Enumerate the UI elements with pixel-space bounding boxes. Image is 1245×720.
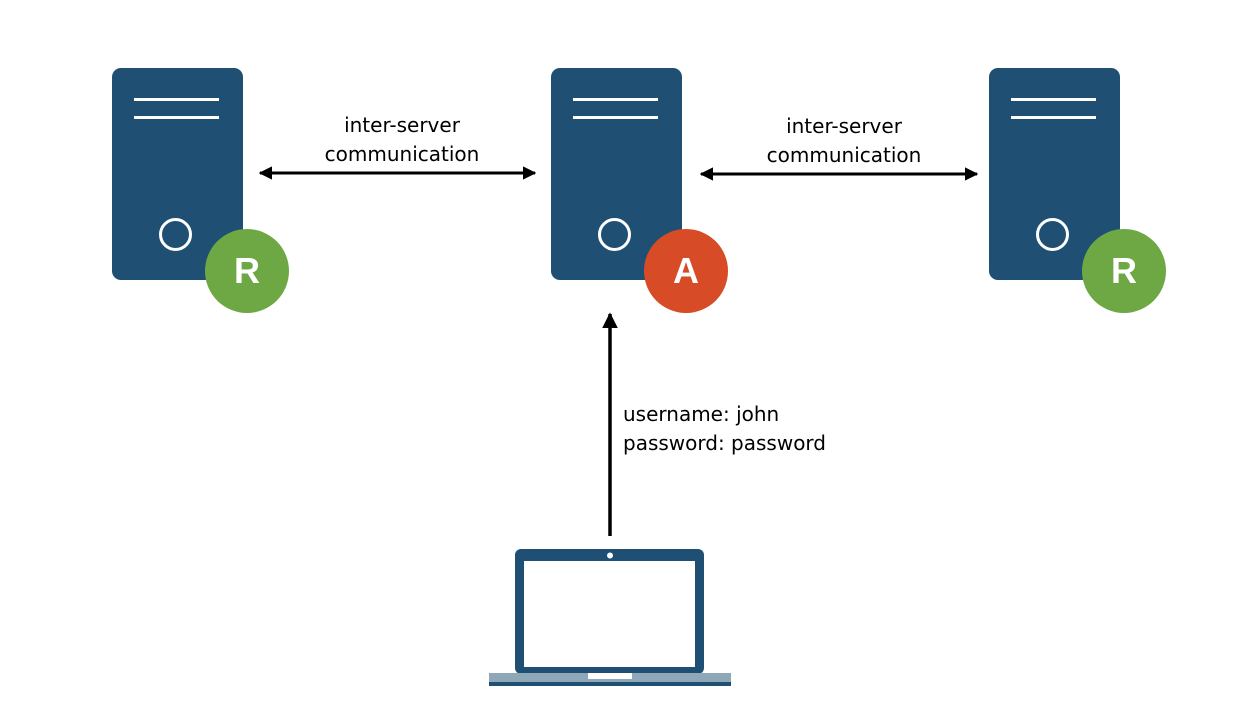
link-label-line2: communication bbox=[324, 142, 480, 166]
link-label-line2: communication bbox=[766, 143, 922, 167]
power-button-icon bbox=[159, 218, 192, 251]
link-label-right: inter-server communication bbox=[734, 112, 954, 170]
power-button-icon bbox=[598, 218, 631, 251]
link-label-line1: inter-server bbox=[344, 113, 460, 137]
server-slot-line bbox=[134, 98, 219, 101]
laptop-icon bbox=[489, 549, 731, 686]
replica-badge-right: R bbox=[1082, 229, 1166, 313]
credentials-label: username: john password: password bbox=[623, 400, 883, 458]
server-slot-line bbox=[134, 116, 219, 119]
link-label-line1: inter-server bbox=[786, 114, 902, 138]
server-slot-line bbox=[1011, 98, 1096, 101]
power-button-icon bbox=[1036, 218, 1069, 251]
active-badge-center: A bbox=[644, 229, 728, 313]
server-slot-line bbox=[573, 98, 658, 101]
username-text: username: john bbox=[623, 402, 780, 426]
link-label-left: inter-server communication bbox=[292, 111, 512, 169]
server-slot-line bbox=[1011, 116, 1096, 119]
replica-badge-left: R bbox=[205, 229, 289, 313]
server-slot-line bbox=[573, 116, 658, 119]
password-text: password: password bbox=[623, 431, 826, 455]
